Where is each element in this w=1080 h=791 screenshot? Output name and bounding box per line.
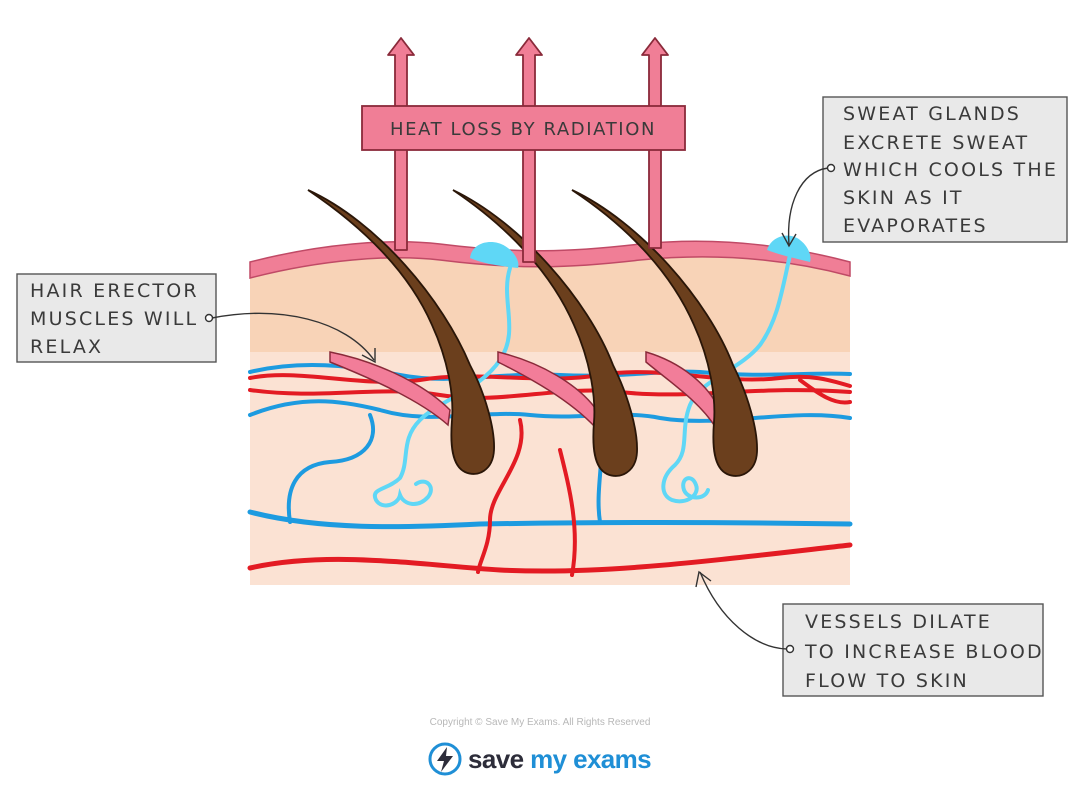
sweat-duct bbox=[661, 253, 792, 504]
callout-text: WHICH COOLS THE bbox=[843, 159, 1058, 181]
hair-strand bbox=[571, 189, 758, 477]
brand-word-myexams: my exams bbox=[530, 743, 652, 774]
brand-logo: save my exams bbox=[428, 741, 652, 777]
vessels-callout: VESSELS DILATE TO INCREASE BLOOD FLOW TO… bbox=[695, 570, 1044, 697]
brand-wordmark: save my exams bbox=[468, 743, 652, 775]
copyright-notice: Copyright © Save My Exams. All Rights Re… bbox=[429, 717, 651, 728]
lightning-bolt-icon bbox=[428, 742, 462, 776]
vein-network bbox=[286, 413, 376, 524]
pointer-line bbox=[699, 571, 788, 650]
callout-text: TO INCREASE BLOOD bbox=[804, 641, 1044, 663]
pointer-dot bbox=[204, 313, 214, 323]
heat-loss-arrows: HEAT LOSS BY RADIATION bbox=[361, 37, 686, 263]
callout-text: HAIR ERECTOR bbox=[30, 280, 199, 302]
artery-network bbox=[558, 448, 577, 577]
hair-erector-muscle bbox=[329, 351, 451, 427]
callout-text: EXCRETE SWEAT bbox=[843, 132, 1029, 154]
hair-strand bbox=[307, 189, 495, 475]
pointer-arrowhead bbox=[361, 348, 376, 364]
artery-network bbox=[476, 418, 524, 574]
callout-box bbox=[822, 96, 1068, 243]
hair-follicles bbox=[307, 189, 758, 477]
callout-box bbox=[782, 603, 1044, 697]
callout-text: FLOW TO SKIN bbox=[805, 670, 969, 692]
pointer-line bbox=[787, 167, 829, 246]
vein-main bbox=[247, 509, 853, 530]
artery-main bbox=[247, 542, 853, 574]
pointer-arrowhead bbox=[695, 570, 712, 588]
callout-text: SWEAT GLANDS bbox=[843, 103, 1021, 125]
sweat-droplet bbox=[470, 242, 519, 268]
pointer-line bbox=[211, 312, 375, 361]
callout-text: SKIN AS IT bbox=[843, 187, 964, 209]
artery-network bbox=[248, 370, 852, 388]
callout-text: MUSCLES WILL bbox=[30, 308, 198, 330]
sweat-droplet bbox=[767, 235, 811, 262]
pointer-dot bbox=[826, 163, 836, 173]
hair-strand bbox=[452, 189, 638, 477]
callout-text: VESSELS DILATE bbox=[805, 611, 992, 633]
brand-word-save: save bbox=[468, 743, 531, 774]
artery-network bbox=[798, 378, 852, 405]
pointer-dot bbox=[785, 644, 795, 654]
pointer-arrowhead bbox=[781, 232, 797, 248]
callout-text: EVAPORATES bbox=[843, 215, 988, 237]
heat-loss-banner bbox=[361, 105, 686, 151]
sweat-glands-callout: SWEAT GLANDS EXCRETE SWEAT WHICH COOLS T… bbox=[781, 96, 1068, 248]
callout-text: RELAX bbox=[30, 336, 103, 358]
skin-tissue bbox=[249, 240, 851, 585]
callout-box bbox=[16, 273, 217, 363]
heat-loss-label: HEAT LOSS BY RADIATION bbox=[390, 119, 656, 140]
hair-erector-callout: HAIR ERECTOR MUSCLES WILL RELAX bbox=[16, 273, 376, 364]
